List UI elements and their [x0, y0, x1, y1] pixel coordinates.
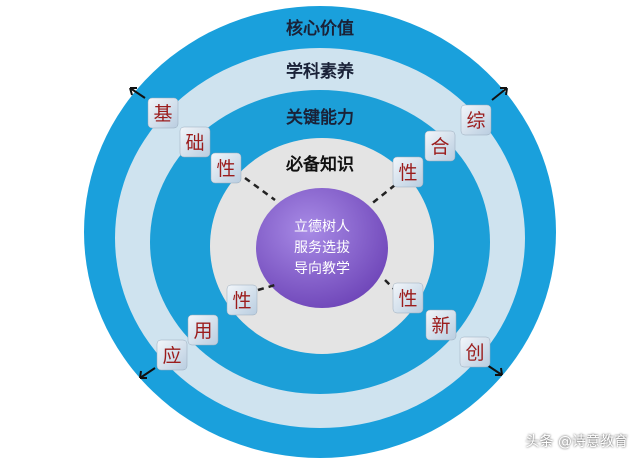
center-line-3: 导向教学 — [294, 261, 350, 277]
arrow-bottom-left-icon — [139, 367, 156, 379]
tile-top-right-0: 综 — [460, 104, 492, 136]
tile-char: 合 — [430, 136, 449, 158]
connector-top-right — [369, 184, 396, 206]
center-line-2: 服务选拔 — [294, 240, 350, 256]
tile-char: 础 — [185, 132, 204, 154]
tile-box — [210, 152, 242, 184]
tile-char: 创 — [465, 342, 484, 364]
ring-label-core: 必备知识 — [285, 154, 354, 175]
arrows — [129, 87, 508, 379]
tile-box — [147, 97, 179, 129]
connector-bottom-left — [257, 283, 276, 292]
arrow-bottom-right-icon — [486, 364, 503, 376]
tile-bottom-right-0: 创 — [459, 336, 491, 368]
ring-label-third: 关键能力 — [286, 107, 354, 128]
tile-top-left-1: 础 — [179, 126, 211, 158]
tile-char: 性 — [232, 290, 251, 312]
tile-bottom-left-1: 用 — [187, 314, 219, 346]
tile-box — [425, 309, 457, 341]
center-line-1: 立德树人 — [294, 219, 350, 235]
arrow-top-left-icon — [129, 87, 146, 99]
tile-char: 基 — [153, 103, 172, 125]
ring-label-outer: 核心价值 — [286, 18, 354, 39]
tile-char: 综 — [466, 110, 485, 132]
tile-bottom-right-2: 性 — [392, 282, 424, 314]
tile-box — [179, 126, 211, 158]
ring-label-second: 学科素养 — [286, 61, 355, 82]
tile-box — [392, 156, 424, 188]
tile-box — [392, 282, 424, 314]
tile-top-right-2: 性 — [392, 156, 424, 188]
tile-char: 应 — [162, 345, 181, 367]
tile-top-left-2: 性 — [210, 152, 242, 184]
tile-box — [459, 336, 491, 368]
tile-char: 性 — [216, 158, 235, 180]
tile-box — [424, 130, 456, 162]
tile-top-left-0: 基 — [147, 97, 179, 129]
tile-char: 性 — [398, 162, 417, 184]
tile-box — [460, 104, 492, 136]
tile-box — [226, 284, 258, 316]
tile-box — [187, 314, 219, 346]
arrow-top-right-icon — [491, 87, 508, 101]
tile-top-right-1: 合 — [424, 130, 456, 162]
tile-char: 性 — [398, 288, 417, 310]
tile-char: 新 — [431, 315, 450, 337]
tile-bottom-left-2: 性 — [226, 284, 258, 316]
tile-bottom-right-1: 新 — [425, 309, 457, 341]
center-circle — [256, 188, 388, 308]
tile-char: 用 — [193, 320, 212, 342]
tile-box — [156, 339, 188, 371]
tile-bottom-left-0: 应 — [156, 339, 188, 371]
watermark: 头条 @诗意教育 — [525, 434, 628, 450]
